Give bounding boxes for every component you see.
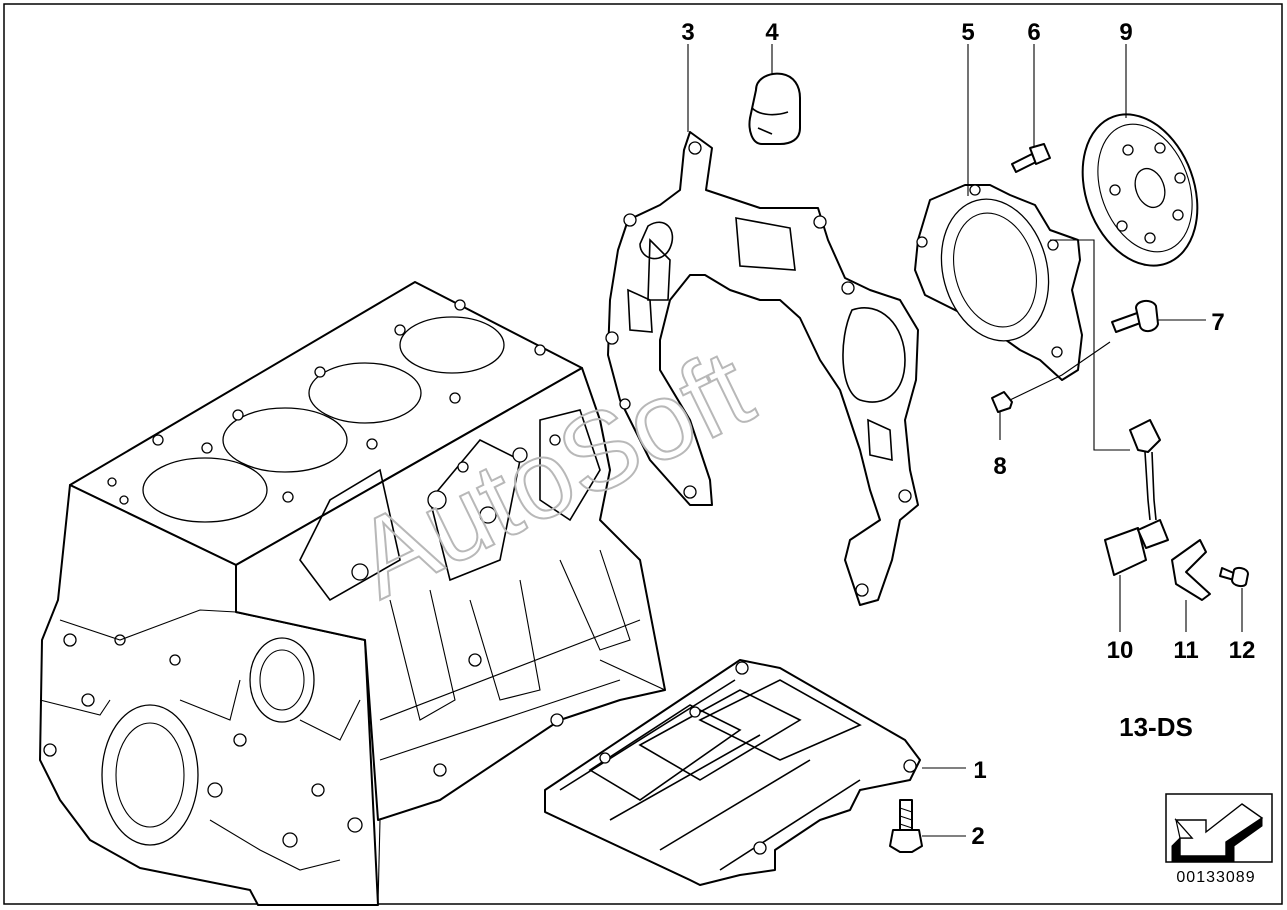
part-10-sensor [1104,419,1169,576]
part-1-bedplate [544,659,921,886]
part-4-plug [748,72,801,145]
callout-9: 9 [1119,19,1132,46]
callout-1: 1 [973,757,986,784]
part-12-screw [1219,566,1249,588]
navigation-arrow-icon [1165,793,1273,863]
callout-3: 3 [681,19,694,46]
engine-block [39,281,666,906]
callout-7: 7 [1211,309,1224,336]
callout-2: 2 [971,823,984,850]
leader-lines [687,44,1243,837]
diagram-frame [3,3,1283,905]
part-2-bolt [889,799,923,853]
callout-5: 5 [961,19,974,46]
callout-4: 4 [765,19,779,46]
part-6-bolt [1011,143,1051,173]
part-11-bracket [1171,539,1211,601]
part-8-dowel [991,391,1013,413]
callout-11: 11 [1173,637,1198,664]
callout-6: 6 [1027,19,1040,46]
part-3-rear-plate [605,131,919,606]
diagram-caption: 13-DS [1119,712,1193,742]
part-9-cover-disc [1081,113,1199,267]
callout-10: 10 [1107,637,1134,664]
callout-12: 12 [1229,637,1256,664]
part-5-seal-carrier [914,184,1083,381]
document-id: 00133089 [1176,869,1255,886]
callout-8: 8 [993,453,1006,480]
part-7-bolt [1111,300,1159,333]
